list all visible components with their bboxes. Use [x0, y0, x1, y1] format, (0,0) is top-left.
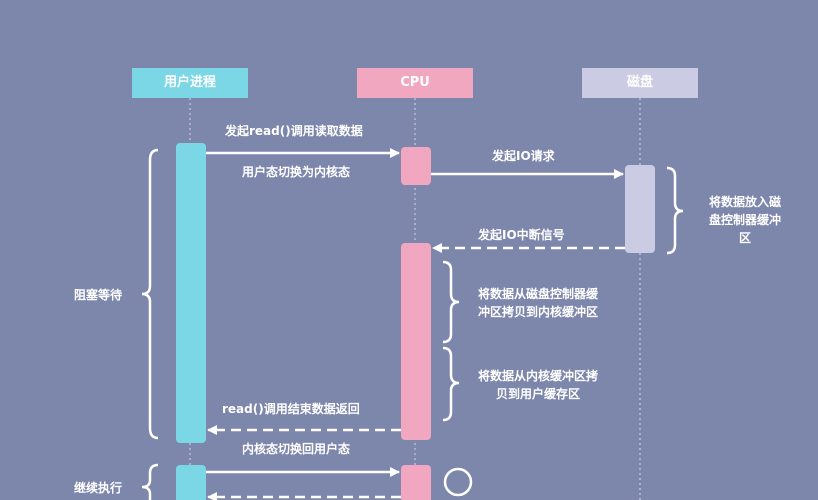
io-request-label: 发起IO请求: [492, 149, 555, 163]
blocked-note: 阻塞等待: [74, 288, 123, 302]
read-call-label: 发起read()调用读取数据: [225, 124, 363, 138]
cpu-activation-continue: [401, 465, 431, 500]
io-interrupt-label: 发起IO中断信号: [478, 228, 565, 242]
disk-buffer-note-line2: 盘控制器缓冲: [708, 213, 781, 227]
cpu-activation-request: [401, 147, 431, 185]
copy1-note-line1: 将数据从磁盘控制器缓: [477, 287, 598, 301]
to-kernel-label: 用户态切换为内核态: [242, 165, 351, 179]
copy1-note: 将数据从磁盘控制器缓 冲区拷贝到内核缓冲区: [463, 285, 613, 321]
disk-buffer-note: 将数据放入磁 盘控制器缓冲 区: [693, 193, 797, 247]
participant-disk: 磁盘: [582, 68, 698, 98]
participant-cpu-label: CPU: [400, 75, 430, 90]
continue-note: 继续执行: [74, 481, 123, 495]
participant-user: 用户进程: [132, 68, 248, 98]
copy2-note-line2: 贝到用户缓存区: [495, 387, 580, 401]
user-activation-continue: [176, 465, 206, 500]
copy1-note-line2: 冲区拷贝到内核缓冲区: [477, 305, 598, 319]
disk-buffer-note-line3: 区: [738, 231, 751, 245]
user-activation-blocked: [176, 143, 206, 443]
copy2-note: 将数据从内核缓冲区拷 贝到用户缓存区: [463, 367, 613, 403]
copy2-brace: [442, 346, 460, 422]
to-user-label: 内核态切换回用户态: [242, 442, 351, 456]
participant-disk-label: 磁盘: [626, 75, 653, 90]
copy2-note-line1: 将数据从内核缓冲区拷: [477, 369, 598, 383]
cpu-activation-copy: [401, 243, 431, 440]
disk-buffer-brace: [666, 166, 684, 255]
blocked-brace: [141, 148, 159, 440]
participant-cpu: CPU: [357, 68, 473, 98]
continue-brace: [141, 463, 159, 500]
disk-buffer-note-line1: 将数据放入磁: [708, 195, 781, 209]
cpu-self-loop: [443, 467, 473, 497]
read-return-label: read()调用结束数据返回: [222, 402, 360, 416]
disk-activation: [625, 165, 655, 253]
copy1-brace: [442, 260, 460, 344]
participant-user-label: 用户进程: [163, 75, 216, 90]
